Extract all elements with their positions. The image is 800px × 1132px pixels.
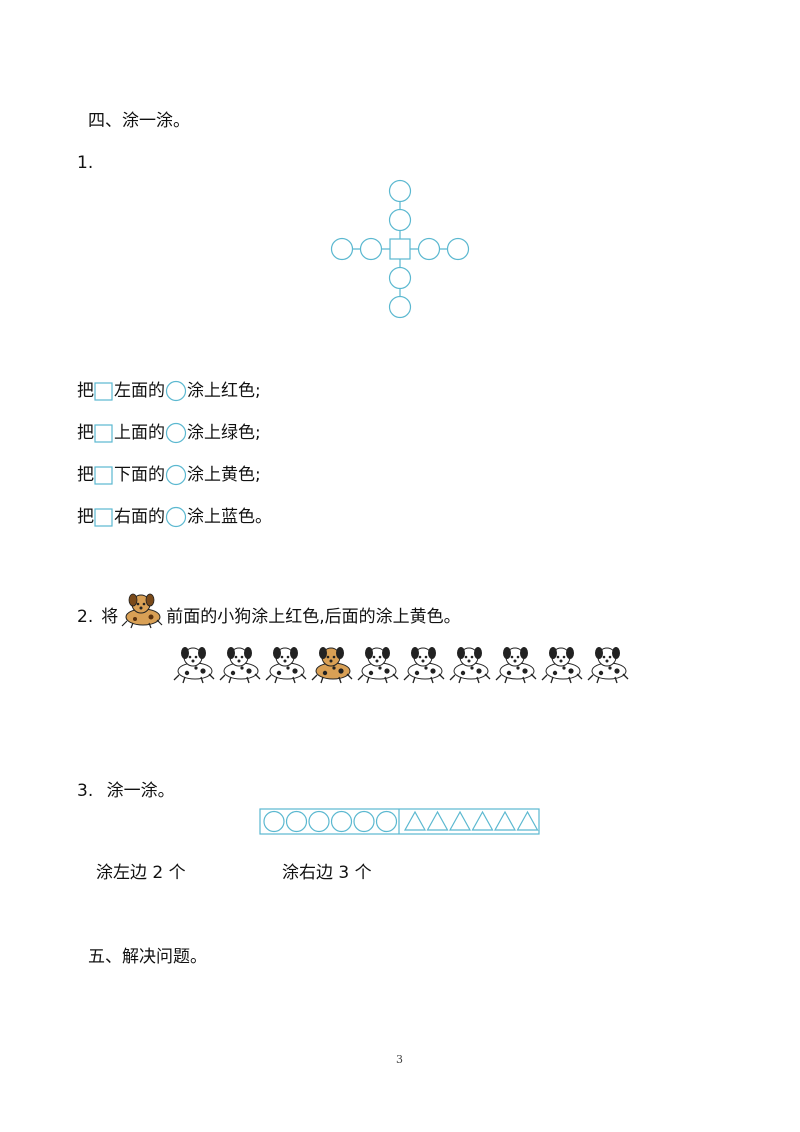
square-icon [94, 466, 113, 485]
instruction-line-bottom: 把 下面的 涂上黄色; [77, 461, 272, 489]
question-2-post: 前面的小狗涂上红色,后面的涂上黄色。 [166, 607, 461, 627]
instruction-line-right: 把 右面的 涂上蓝色。 [77, 503, 272, 531]
instruction-pre: 把 [77, 507, 94, 527]
question-1-number: 1. [77, 153, 94, 173]
instruction-mid: 下面的 [114, 465, 165, 485]
instruction-post: 涂上蓝色。 [187, 507, 272, 527]
instruction-list: 把 左面的 涂上红色; 把 上面的 涂上绿色; 把 下面的 涂上黄色; 把 右面… [77, 377, 272, 531]
right-label: 涂右边 3 个 [282, 863, 372, 883]
dog-row [172, 643, 630, 685]
instruction-pre: 把 [77, 423, 94, 443]
circle-top-2 [388, 208, 412, 232]
dog [587, 647, 629, 684]
instruction-mid: 左面的 [114, 381, 165, 401]
dog [357, 647, 399, 684]
circle-icon [165, 380, 187, 402]
dog-icon-highlight [121, 593, 163, 629]
instruction-pre: 把 [77, 381, 94, 401]
circle-shape [353, 810, 375, 833]
question-3-line: 3. 涂一涂。 [77, 780, 175, 802]
dog [541, 647, 583, 684]
circle-icon [165, 464, 187, 486]
shapes-box [259, 808, 540, 835]
circle-icon [165, 506, 187, 528]
dog [495, 647, 537, 684]
square-icon [94, 508, 113, 527]
instruction-post: 涂上绿色; [187, 423, 261, 443]
question-2-pre: 将 [101, 607, 119, 627]
circle-bottom-2 [388, 295, 412, 319]
dog [403, 647, 445, 684]
square-icon [94, 424, 113, 443]
circle-bottom-1 [388, 266, 412, 290]
section-title-5: 五、解决问题。 [88, 947, 207, 967]
instruction-line-top: 把 上面的 涂上绿色; [77, 419, 272, 447]
circle-shape [308, 810, 330, 833]
triangle-shape [448, 810, 472, 831]
instruction-pre: 把 [77, 465, 94, 485]
triangle-shape [493, 810, 517, 831]
triangle-shape [471, 810, 494, 831]
circle-shape [263, 810, 285, 833]
question-2-line: 2. 将 前面的小狗涂上红色,后面的涂上黄色。 [77, 592, 461, 629]
question-2-number: 2. [77, 607, 94, 627]
dog [449, 647, 491, 684]
circle-right-2 [446, 237, 470, 261]
circle-top-1 [388, 179, 412, 203]
circle-shape [375, 810, 398, 833]
circle-shape [285, 810, 308, 833]
triangle-shape [403, 810, 427, 831]
circle-icon [165, 422, 187, 444]
question-3-number: 3. [77, 781, 94, 801]
circle-left-1 [330, 237, 354, 261]
instruction-post: 涂上红色; [187, 381, 261, 401]
instruction-mid: 上面的 [114, 423, 165, 443]
question-3-title: 涂一涂。 [106, 781, 175, 801]
section-title: 四、涂一涂。 [88, 111, 190, 131]
circle-right-1 [417, 237, 441, 261]
circle-left-2 [359, 237, 383, 261]
left-label: 涂左边 2 个 [96, 863, 186, 883]
triangle-shape [426, 810, 449, 831]
dog [265, 647, 307, 684]
instruction-line-left: 把 左面的 涂上红色; [77, 377, 272, 405]
instruction-mid: 右面的 [114, 507, 165, 527]
square-icon [94, 382, 113, 401]
page-number: 3 [396, 1053, 403, 1066]
dog [219, 647, 261, 684]
triangle-shape [516, 810, 539, 831]
circle-shape [330, 810, 353, 833]
cross-diagram [330, 179, 470, 319]
instruction-post: 涂上黄色; [187, 465, 261, 485]
center-square [389, 238, 411, 260]
dog [173, 647, 215, 684]
dog-highlight [311, 647, 353, 684]
